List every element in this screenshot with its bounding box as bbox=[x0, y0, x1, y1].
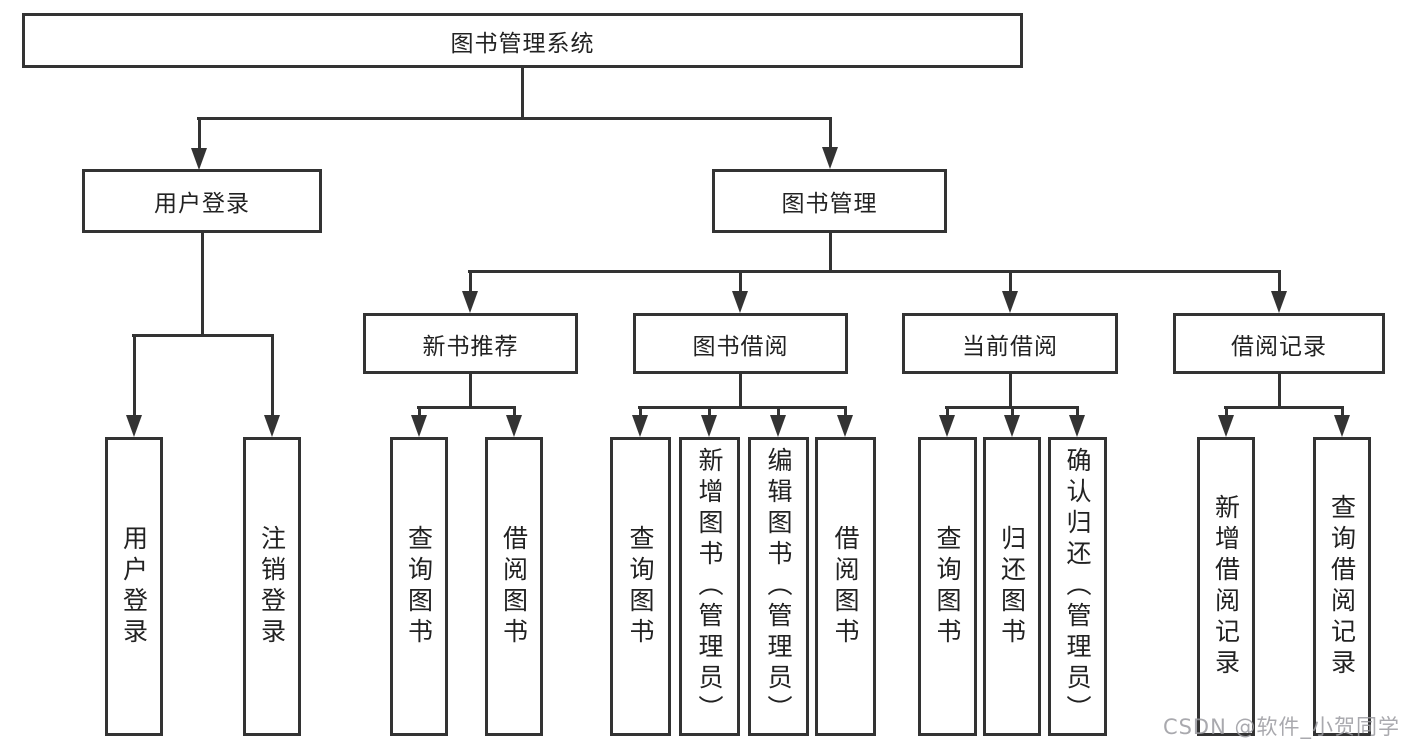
node-library-system: 图书管理系统 bbox=[22, 13, 1023, 68]
node-borrow-records: 借阅记录 bbox=[1173, 313, 1385, 374]
leaf-logout: 注销登录 bbox=[243, 437, 301, 736]
connector-segment bbox=[828, 233, 832, 272]
arrowhead-icon bbox=[1004, 415, 1020, 437]
arrowhead-icon bbox=[1069, 415, 1085, 437]
arrowhead-icon bbox=[837, 415, 853, 437]
arrowhead-icon bbox=[1271, 291, 1287, 313]
leaf-return-books: 归还图书 bbox=[983, 437, 1041, 736]
leaf-query-books-current: 查询图书 bbox=[918, 437, 977, 736]
connector-segment bbox=[520, 68, 524, 119]
connector-segment bbox=[512, 407, 516, 417]
connector-segment bbox=[828, 118, 832, 149]
connector-segment bbox=[468, 271, 472, 293]
connector-segment bbox=[1277, 271, 1281, 293]
connector-segment bbox=[738, 271, 742, 293]
arrowhead-icon bbox=[191, 148, 207, 170]
connector-segment bbox=[1340, 407, 1344, 417]
connector-segment bbox=[1224, 407, 1228, 417]
connector-segment bbox=[638, 407, 642, 417]
leaf-query-borrow-record: 查询借阅记录 bbox=[1313, 437, 1371, 736]
connector-segment bbox=[1008, 374, 1012, 408]
connector-segment bbox=[1075, 407, 1079, 417]
connector-segment bbox=[1010, 407, 1014, 417]
connector-segment bbox=[197, 118, 201, 150]
leaf-borrow-books-recommend: 借阅图书 bbox=[485, 437, 543, 736]
arrowhead-icon bbox=[506, 415, 522, 437]
arrowhead-icon bbox=[701, 415, 717, 437]
arrowhead-icon bbox=[462, 291, 478, 313]
leaf-add-books-admin: 新增图书（管理员） bbox=[679, 437, 740, 736]
node-current-borrow: 当前借阅 bbox=[902, 313, 1118, 374]
connector-segment bbox=[270, 335, 274, 417]
connector-segment bbox=[1008, 271, 1012, 293]
connector-segment bbox=[468, 269, 1281, 273]
arrowhead-icon bbox=[264, 415, 280, 437]
arrowhead-icon bbox=[126, 415, 142, 437]
connector-segment bbox=[776, 407, 780, 417]
connector-segment bbox=[468, 374, 472, 408]
arrowhead-icon bbox=[1334, 415, 1350, 437]
arrowhead-icon bbox=[411, 415, 427, 437]
arrowhead-icon bbox=[632, 415, 648, 437]
leaf-borrow-books: 借阅图书 bbox=[815, 437, 876, 736]
connector-segment bbox=[197, 116, 832, 120]
leaf-confirm-return-admin: 确认归还（管理员） bbox=[1048, 437, 1107, 736]
connector-segment bbox=[200, 233, 204, 336]
arrowhead-icon bbox=[770, 415, 786, 437]
connector-segment bbox=[707, 407, 711, 417]
connector-segment bbox=[1277, 374, 1281, 408]
arrowhead-icon bbox=[732, 291, 748, 313]
arrowhead-icon bbox=[822, 147, 838, 169]
watermark: CSDN @软件_小贺同学 bbox=[1162, 715, 1400, 739]
connector-segment bbox=[417, 407, 421, 417]
node-user-login: 用户登录 bbox=[82, 169, 322, 233]
node-book-management: 图书管理 bbox=[712, 169, 947, 233]
arrowhead-icon bbox=[1218, 415, 1234, 437]
connector-segment bbox=[417, 405, 516, 409]
connector-segment bbox=[843, 407, 847, 417]
leaf-add-borrow-record: 新增借阅记录 bbox=[1197, 437, 1255, 736]
connector-segment bbox=[132, 333, 274, 337]
connector-segment bbox=[738, 374, 742, 408]
arrowhead-icon bbox=[939, 415, 955, 437]
leaf-query-books-recommend: 查询图书 bbox=[390, 437, 448, 736]
arrowhead-icon bbox=[1002, 291, 1018, 313]
connector-segment bbox=[132, 335, 136, 417]
node-book-borrow: 图书借阅 bbox=[633, 313, 848, 374]
connector-segment bbox=[1224, 405, 1344, 409]
connector-segment bbox=[638, 405, 847, 409]
node-new-book-recommend: 新书推荐 bbox=[363, 313, 578, 374]
connector-segment bbox=[945, 407, 949, 417]
leaf-query-books-borrow: 查询图书 bbox=[610, 437, 671, 736]
leaf-user-login: 用户登录 bbox=[105, 437, 163, 736]
leaf-edit-books-admin: 编辑图书（管理员） bbox=[748, 437, 809, 736]
